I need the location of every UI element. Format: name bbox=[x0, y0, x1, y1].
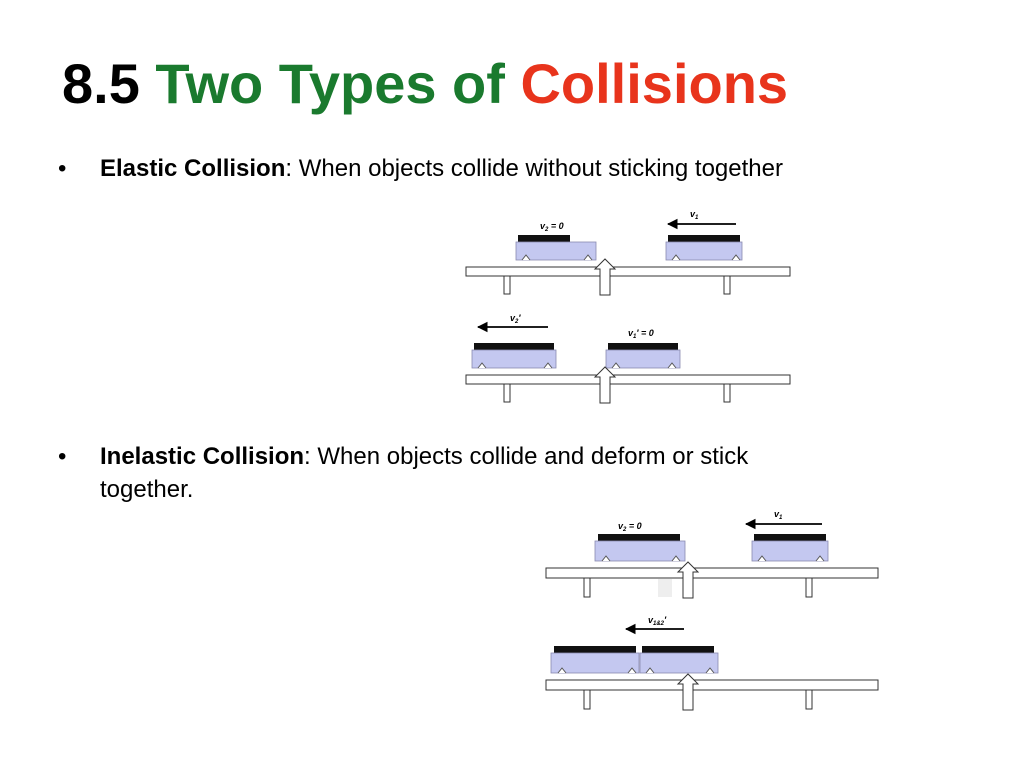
track-leg bbox=[583, 689, 591, 710]
cart-top bbox=[518, 235, 570, 242]
bullet-term: Elastic Collision bbox=[100, 155, 286, 182]
cart-top bbox=[554, 646, 636, 653]
cart-body bbox=[639, 652, 719, 674]
cart-body bbox=[605, 349, 681, 369]
v2-prime-label: v2′ bbox=[510, 313, 521, 325]
cart-body bbox=[751, 540, 829, 562]
elastic-before-panel: v2 = 0 v1 bbox=[465, 209, 791, 296]
air-track bbox=[465, 374, 791, 385]
air-supply-arrow bbox=[676, 561, 700, 599]
bullet-text: When objects collide without sticking to… bbox=[292, 155, 783, 182]
bullet-inelastic: • Inelastic Collision: When objects colli… bbox=[58, 440, 748, 473]
air-supply-arrow bbox=[593, 366, 617, 404]
track-leg bbox=[503, 383, 511, 403]
cart-body bbox=[550, 652, 640, 674]
v1-label: v1 bbox=[774, 509, 783, 521]
air-track bbox=[465, 266, 791, 277]
track-shadow bbox=[658, 579, 672, 597]
cart-body bbox=[594, 540, 686, 562]
inelastic-collision-diagram: v2 = 0 v1 v1&2′ bbox=[545, 509, 879, 711]
bullet-term: Inelastic Collision bbox=[100, 443, 305, 470]
bullet-marker: • bbox=[58, 443, 67, 470]
cart-top bbox=[474, 343, 554, 350]
v12-prime-label: v1&2′ bbox=[648, 615, 667, 627]
bullet-text-continued: together. bbox=[100, 476, 194, 503]
cart-top bbox=[668, 235, 740, 242]
track-leg bbox=[583, 577, 591, 598]
cart-body bbox=[515, 241, 597, 261]
inelastic-after-panel: v1&2′ bbox=[545, 615, 879, 711]
cart-wheels bbox=[645, 667, 715, 674]
cart-wheels bbox=[477, 362, 553, 369]
track-leg bbox=[503, 275, 511, 295]
bullet-separator: : bbox=[285, 155, 293, 182]
bullet-separator: : bbox=[304, 443, 311, 470]
v1-prime-label: v1′ = 0 bbox=[628, 328, 654, 340]
cart-top bbox=[598, 534, 680, 541]
bullet-marker: • bbox=[58, 155, 67, 182]
v1-label: v1 bbox=[690, 209, 699, 221]
track-leg bbox=[805, 689, 813, 710]
title-green: Two Types of bbox=[155, 52, 505, 115]
cart-wheels bbox=[521, 254, 593, 261]
title-red: Collisions bbox=[520, 52, 789, 115]
track-leg bbox=[805, 577, 813, 598]
bullet-elastic: • Elastic Collision: When objects collide… bbox=[58, 152, 783, 185]
air-supply-arrow bbox=[593, 258, 617, 296]
cart-body bbox=[665, 241, 743, 261]
track-leg bbox=[723, 275, 731, 295]
cart-body bbox=[471, 349, 557, 369]
cart-wheels bbox=[557, 667, 637, 674]
inelastic-before-panel: v2 = 0 v1 bbox=[545, 509, 879, 599]
v2-label: v2 = 0 bbox=[618, 521, 642, 533]
cart-wheels bbox=[611, 362, 677, 369]
track-leg bbox=[723, 383, 731, 403]
air-track bbox=[545, 679, 879, 691]
cart-wheels bbox=[601, 555, 681, 562]
cart-top bbox=[754, 534, 826, 541]
title-number: 8.5 bbox=[62, 52, 140, 115]
cart-wheels bbox=[671, 254, 741, 261]
cart-wheels bbox=[757, 555, 825, 562]
bullet-text: When objects collide and deform or stick bbox=[310, 443, 749, 470]
cart-top bbox=[642, 646, 714, 653]
cart-top bbox=[608, 343, 678, 350]
slide-title: 8.5 Two Types of Collisions bbox=[62, 56, 788, 112]
elastic-collision-diagram: v2 = 0 v1 v2′ v1′ = 0 bbox=[465, 209, 791, 404]
elastic-after-panel: v2′ v1′ = 0 bbox=[465, 313, 791, 404]
air-track bbox=[545, 567, 879, 579]
air-supply-arrow bbox=[676, 673, 700, 711]
v2-label: v2 = 0 bbox=[540, 221, 564, 233]
